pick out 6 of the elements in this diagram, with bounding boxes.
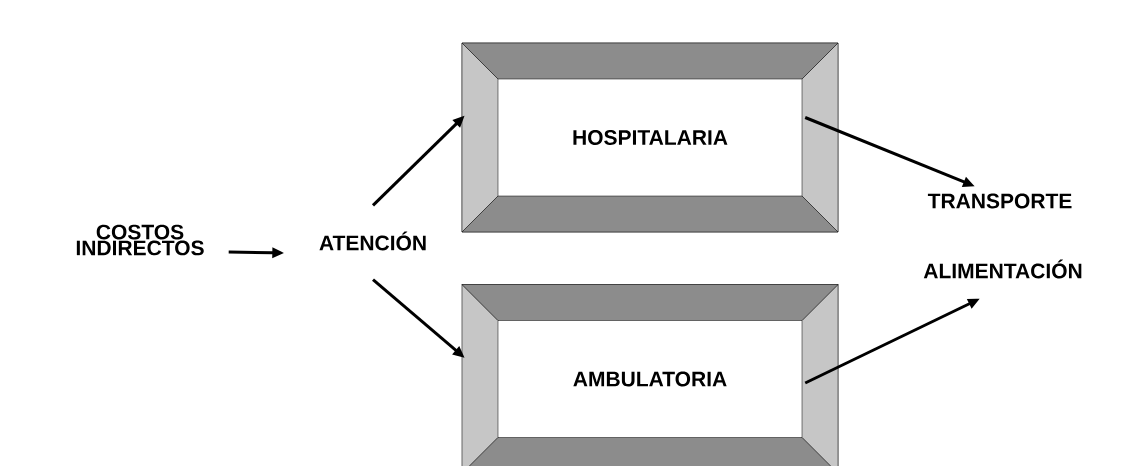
node-label: ATENCIÓN: [319, 231, 426, 251]
bevel-box: HOSPITALARIA: [461, 42, 839, 233]
node-label: COSTOS INDIRECTOS: [76, 224, 204, 256]
node-label: ALIMENTACIÓN: [923, 259, 1082, 279]
node-label: TRANSPORTE: [927, 193, 1072, 209]
bevel-box: AMBULATORIA: [461, 284, 839, 466]
